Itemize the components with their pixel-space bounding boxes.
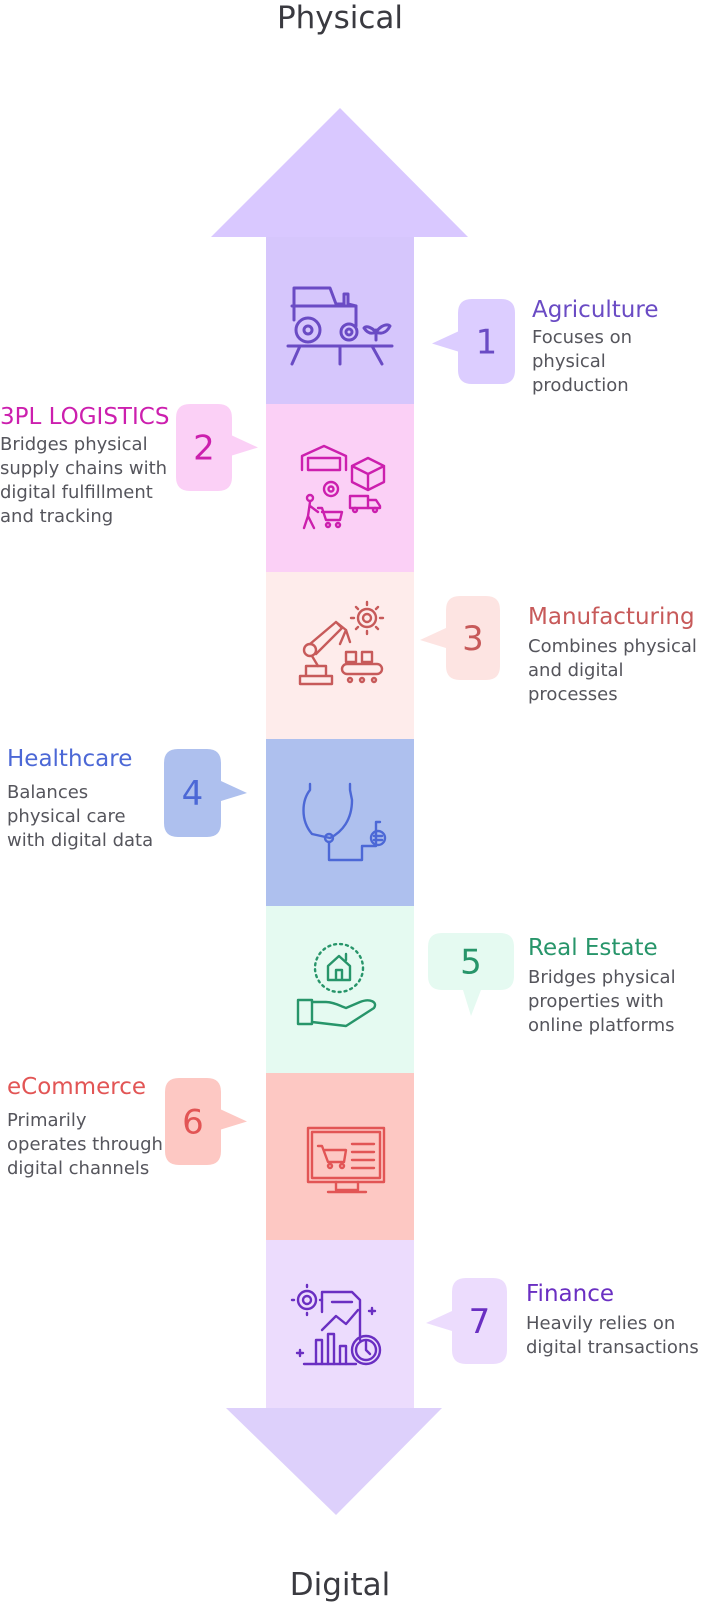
badge-5: 5	[428, 933, 514, 1016]
item-description: Bridges physical properties with online …	[528, 967, 676, 1036]
badge-number: 5	[460, 943, 482, 983]
item-finance: Finance Heavily relies on digital transa…	[526, 1280, 702, 1360]
arrow-head-down	[226, 1408, 442, 1515]
badge-4: 4	[164, 749, 247, 837]
badge-number: 4	[182, 774, 204, 814]
tractor-icon	[286, 286, 394, 366]
badge-3: 3	[420, 596, 500, 680]
item-healthcare: Healthcare Balances physical care with d…	[7, 745, 167, 853]
item-description: Heavily relies on digital transactions	[526, 1313, 699, 1358]
badge-6: 6	[165, 1078, 247, 1165]
segment-agriculture	[266, 237, 414, 405]
item-description: Bridges physical supply chains with digi…	[0, 434, 168, 527]
item-manufacturing: Manufacturing Combines physical and digi…	[528, 603, 703, 707]
item-title: Agriculture	[532, 297, 659, 323]
item-title: Healthcare	[7, 746, 133, 772]
item-real-estate: Real Estate Bridges physical properties …	[528, 934, 700, 1038]
item-description: Focuses on physical production	[532, 327, 633, 396]
segment-manufacturing	[266, 572, 414, 740]
badge-1: 1	[432, 299, 515, 384]
item-3pl-logistics: 3PL LOGISTICS Bridges physical supply ch…	[0, 403, 172, 529]
item-title: Finance	[526, 1281, 614, 1307]
segment-healthcare	[266, 739, 414, 907]
segment-finance	[266, 1240, 414, 1408]
axis-label-digital: Digital	[289, 1567, 391, 1603]
segment-real-estate	[266, 906, 414, 1074]
badge-7: 7	[426, 1278, 507, 1364]
badge-number: 7	[469, 1302, 491, 1342]
item-agriculture: Agriculture Focuses on physical producti…	[532, 296, 702, 398]
item-description: Primarily operates through digital chann…	[7, 1110, 163, 1179]
arrow-head-up	[211, 108, 468, 240]
robot-arm-icon	[298, 600, 385, 686]
item-description: Combines physical and digital processes	[528, 636, 697, 705]
item-title: Manufacturing	[528, 604, 695, 630]
badge-number: 1	[476, 323, 498, 363]
axis-label-physical: Physical	[276, 0, 404, 36]
badge-number: 3	[462, 619, 484, 659]
badge-number: 6	[182, 1103, 204, 1143]
badge-number: 2	[193, 429, 215, 469]
shopping-monitor-icon	[306, 1126, 386, 1194]
house-hand-icon	[296, 942, 377, 1028]
item-title: Real Estate	[528, 935, 658, 961]
segment-ecommerce	[266, 1073, 414, 1241]
badge-2: 2	[176, 404, 258, 491]
logistics-icon	[300, 444, 386, 530]
item-description: Balances physical care with digital data	[7, 782, 154, 851]
item-title: eCommerce	[7, 1074, 146, 1100]
item-title: 3PL LOGISTICS	[0, 404, 170, 430]
item-ecommerce: eCommerce Primarily operates through dig…	[7, 1073, 167, 1181]
finance-chart-icon	[290, 1283, 382, 1366]
segment-3pl-logistics	[266, 404, 414, 573]
stethoscope-icon	[302, 782, 387, 862]
